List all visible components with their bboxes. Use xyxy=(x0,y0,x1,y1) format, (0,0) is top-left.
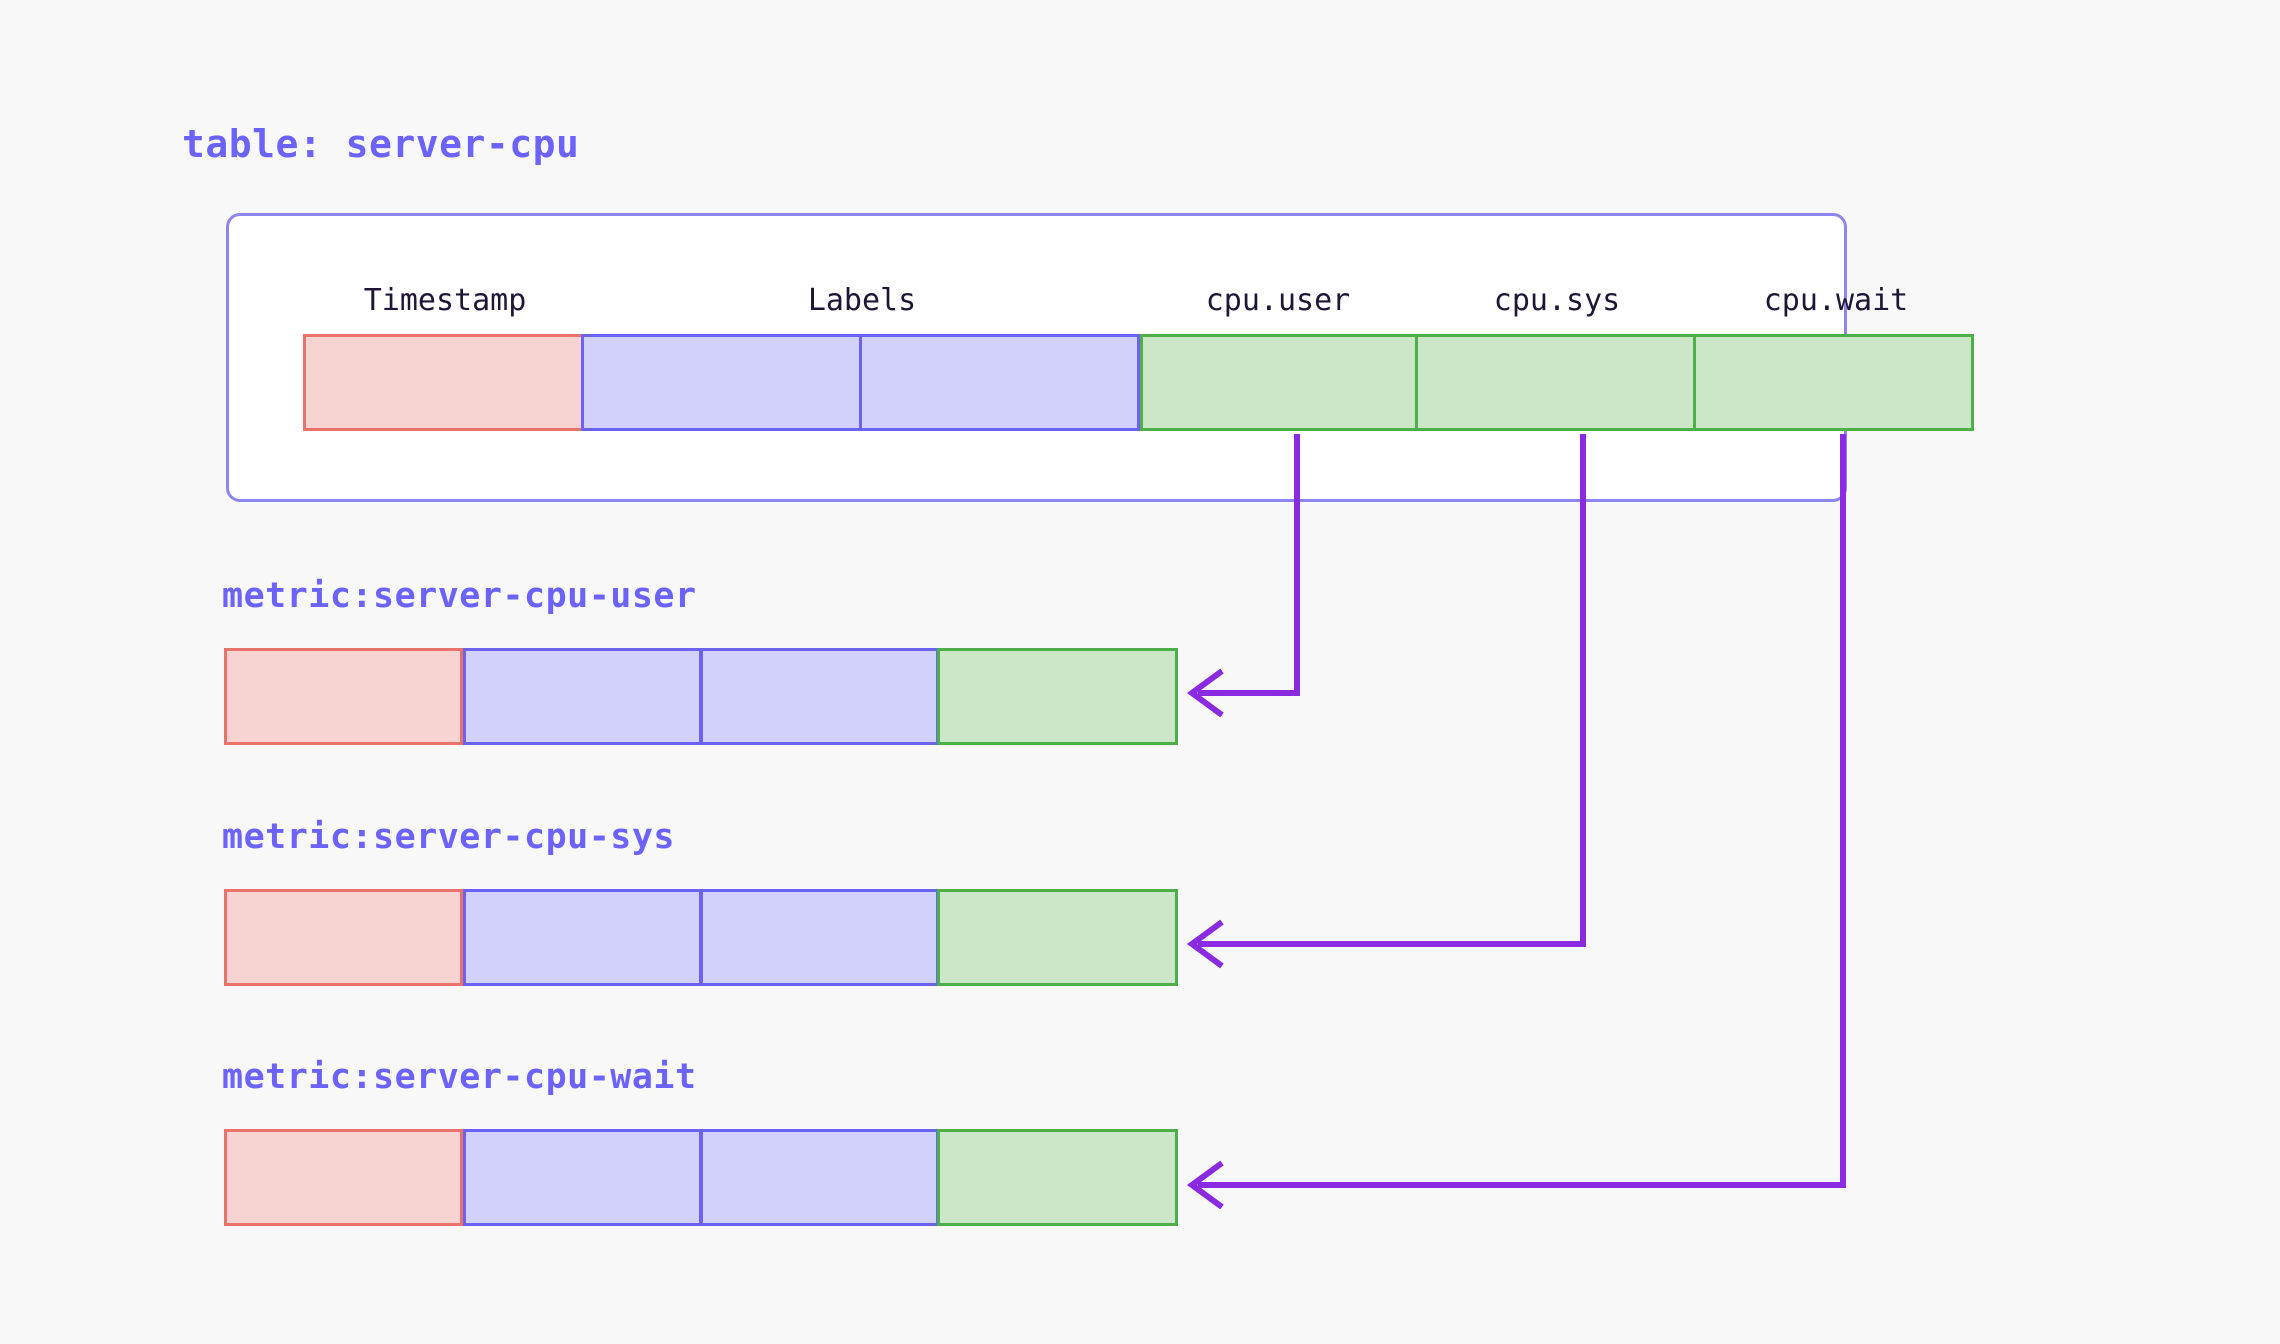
metric-cell-green xyxy=(937,889,1178,986)
metric-cell-blue xyxy=(463,1129,702,1226)
metric-cell-blue xyxy=(463,648,702,745)
column-header-timestamp: Timestamp xyxy=(363,283,527,318)
metric-cell-blue xyxy=(463,889,702,986)
table-cell-green xyxy=(1415,334,1696,431)
metric-cell-blue xyxy=(700,889,939,986)
column-header-labels: Labels xyxy=(807,283,917,318)
column-header-cpu-sys: cpu.sys xyxy=(1493,283,1621,318)
arrow-cpu-wait-to-metric-server-cpu-wait xyxy=(1186,434,1846,1210)
table-cell-pink xyxy=(303,334,584,431)
metric-cell-pink xyxy=(224,648,463,745)
metric-title-server-cpu-wait: metric:server-cpu-wait xyxy=(222,1057,697,1097)
metric-cell-blue xyxy=(700,1129,939,1226)
metric-cell-green xyxy=(937,1129,1178,1226)
metric-title-server-cpu-sys: metric:server-cpu-sys xyxy=(222,817,676,857)
table-cell-green xyxy=(1693,334,1974,431)
column-header-cpu-wait: cpu.wait xyxy=(1763,283,1909,318)
table-cell-blue xyxy=(859,334,1140,431)
arrow-cpu-sys-to-metric-server-cpu-sys xyxy=(1186,434,1586,969)
metric-cell-pink xyxy=(224,1129,463,1226)
table-cell-blue xyxy=(581,334,862,431)
table-title: table: server-cpu xyxy=(182,122,580,166)
metric-cell-pink xyxy=(224,889,463,986)
metric-cell-blue xyxy=(700,648,939,745)
column-header-cpu-user: cpu.user xyxy=(1205,283,1351,318)
metric-cell-green xyxy=(937,648,1178,745)
table-cell-green xyxy=(1140,334,1418,431)
metric-title-server-cpu-user: metric:server-cpu-user xyxy=(222,576,697,616)
